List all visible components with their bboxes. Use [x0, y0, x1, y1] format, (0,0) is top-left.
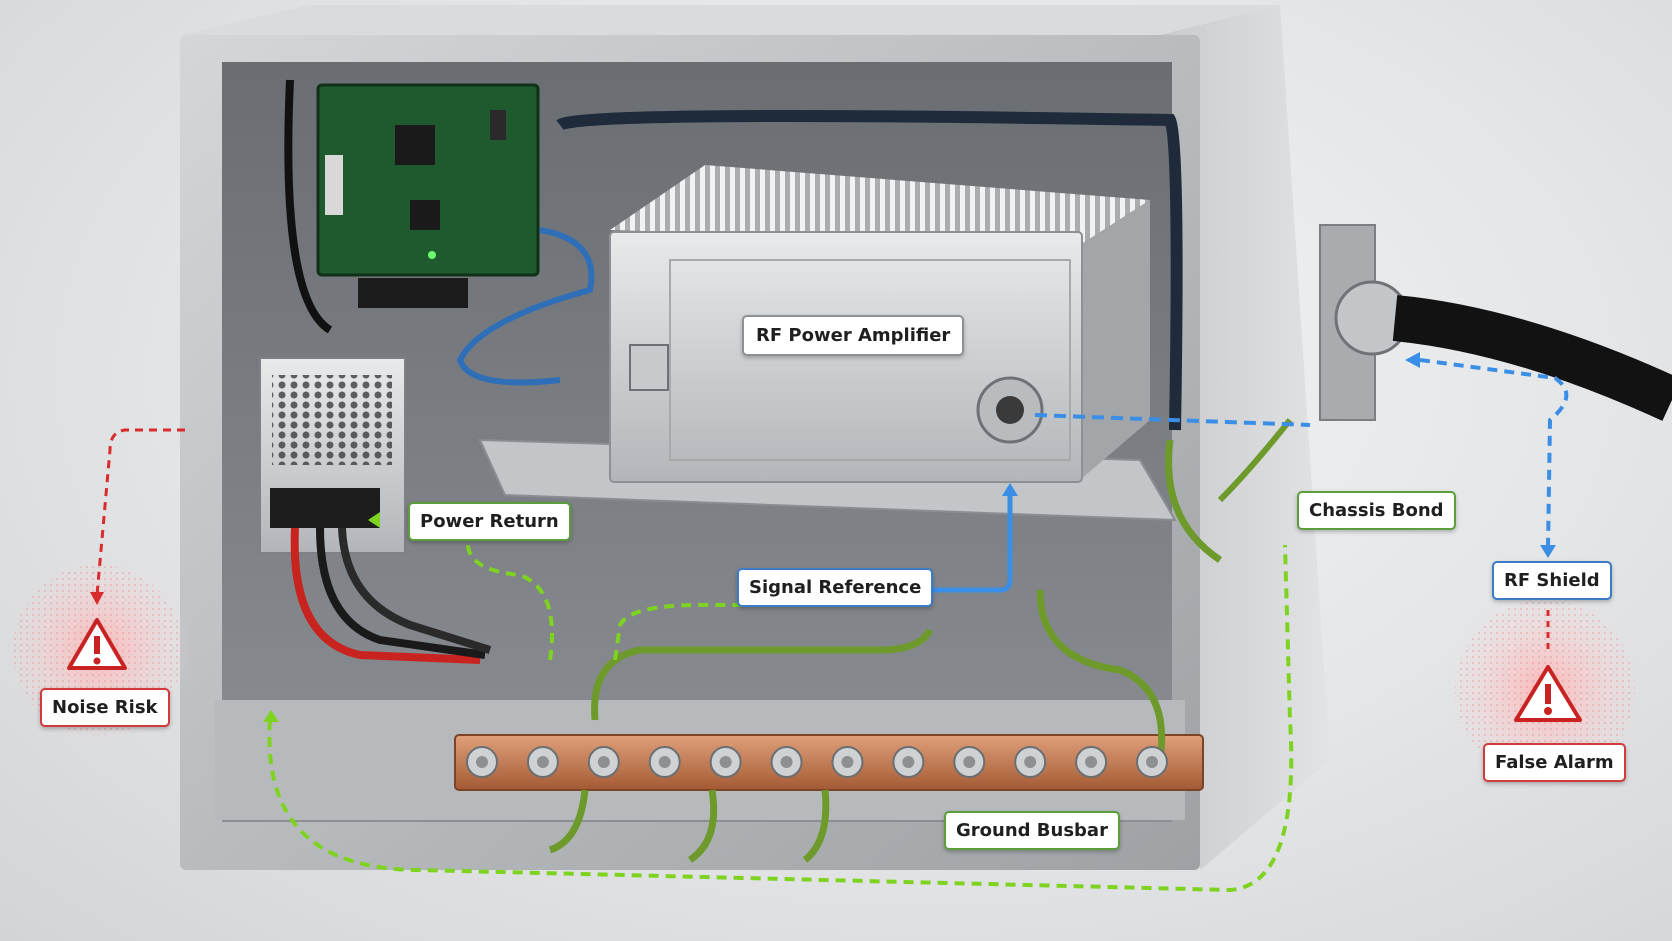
busbar-bolt-center [963, 756, 976, 768]
label-rf-power-amplifier: RF Power Amplifier [742, 315, 965, 356]
busbar-bolt-center [780, 756, 793, 768]
rf-power-amplifier [609, 231, 1083, 483]
busbar-bolt-center [841, 756, 854, 768]
pcb-chip [410, 200, 440, 230]
control-pcb [316, 83, 540, 277]
terminal-block [358, 278, 468, 308]
amp-n-connector [976, 376, 1044, 444]
arrow-head [1002, 483, 1018, 496]
ground-flow-path [613, 569, 932, 661]
red-wire [290, 527, 481, 664]
busbar-bolt-center [1024, 756, 1037, 768]
black-wire [338, 527, 492, 654]
chassis-bond-strap [1217, 418, 1293, 503]
amp-heatsink-side [1080, 200, 1150, 480]
label-noise-risk: Noise Risk [40, 688, 170, 727]
pcb-connector [325, 155, 343, 215]
label-false-alarm: False Alarm [1483, 743, 1626, 782]
busbar-bolt-center [1146, 756, 1158, 768]
pcb-led [428, 251, 436, 259]
label-rf-shield: RF Shield [1492, 561, 1612, 600]
arrow-head [263, 710, 279, 722]
busbar-bolt-center [536, 756, 549, 768]
ground-wire [687, 789, 718, 863]
amp-heatsink-top [610, 165, 1150, 245]
rf-shield-path [1034, 413, 1311, 427]
ground-wire [591, 628, 934, 721]
signal-cable [456, 227, 595, 386]
warning-triangle-icon [1514, 665, 1582, 722]
label-chassis-bond: Chassis Bond [1297, 491, 1456, 530]
arrow-head [368, 512, 380, 528]
pcb-chip [395, 125, 435, 165]
busbar-bolt-center [476, 756, 488, 768]
busbar-bolt-center [902, 756, 915, 768]
amp-input-connector [629, 344, 669, 391]
busbar-bolt-center [597, 756, 610, 768]
arrow-head [1405, 352, 1420, 368]
ground-wire [802, 789, 830, 863]
arrow-head [90, 592, 104, 605]
busbar-bolt-center [1085, 756, 1098, 768]
wire-bundle [284, 79, 333, 334]
chassis-bond-wire [1165, 439, 1222, 563]
busbar-bolt-center [658, 756, 671, 768]
label-power-return: Power Return [408, 502, 571, 541]
label-signal-reference: Signal Reference [737, 568, 934, 607]
enclosure-top [180, 5, 1280, 35]
enclosure-side [1160, 5, 1330, 870]
ground-busbar [454, 734, 1204, 791]
warning-triangle-icon [67, 618, 127, 670]
noise-risk-path [95, 428, 185, 596]
rf-shield-flow [1419, 358, 1569, 549]
power-return-path [465, 539, 554, 661]
signal-reference-path [905, 495, 1013, 593]
psu-terminals [270, 488, 380, 528]
psu-vent [272, 375, 392, 465]
arrow-head [1540, 545, 1556, 558]
pcb-connector [490, 110, 506, 140]
label-ground-busbar: Ground Busbar [944, 811, 1120, 850]
ground-wire [1036, 589, 1166, 761]
amp-panel [669, 259, 1071, 461]
ground-loop-path [267, 544, 1294, 893]
busbar-bolt-row [466, 746, 1168, 778]
black-wire [316, 527, 486, 659]
ground-wire [548, 789, 589, 854]
rf-coax-cable [1392, 295, 1672, 421]
busbar-bolt-center [719, 756, 732, 768]
cable-run [556, 110, 1183, 431]
